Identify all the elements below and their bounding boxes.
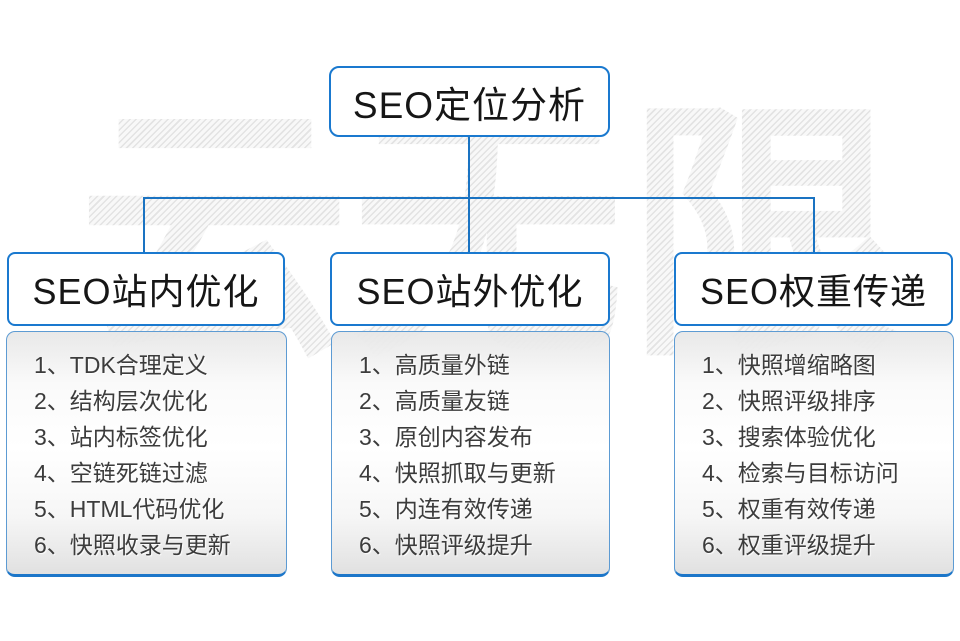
list-item: 2、快照评级排序 — [702, 388, 876, 414]
list-item: 3、搜索体验优化 — [702, 424, 876, 450]
list-item: 1、TDK合理定义 — [34, 352, 208, 378]
connector-root-vertical — [468, 136, 470, 198]
list-item: 6、快照收录与更新 — [34, 532, 231, 558]
list-item: 5、HTML代码优化 — [34, 496, 225, 522]
node-onsite-label: SEO站内优化 — [32, 271, 260, 312]
offsite-item-list: 1、高质量外链 2、高质量友链 3、原创内容发布 4、快照抓取与更新 5、内连有效传递 6… — [331, 331, 610, 577]
node-offsite-label: SEO站外优化 — [356, 271, 584, 312]
onsite-item-list: 1、TDK合理定义 2、结构层次优化 3、站内标签优化 4、空链死链过滤 5、HTML代… — [6, 331, 287, 577]
list-item: 6、快照评级提升 — [359, 532, 533, 558]
connector-middle-drop — [468, 198, 470, 253]
list-item: 5、权重有效传递 — [702, 496, 876, 522]
connector-horizontal — [143, 197, 815, 199]
list-item: 4、空链死链过滤 — [34, 460, 208, 486]
list-item: 2、结构层次优化 — [34, 388, 208, 414]
node-offsite-optimization: SEO站外优化 — [330, 252, 610, 326]
list-item: 3、站内标签优化 — [34, 424, 208, 450]
list-item: 1、快照增缩略图 — [702, 352, 876, 378]
list-item: 1、高质量外链 — [359, 352, 510, 378]
list-item: 2、高质量友链 — [359, 388, 510, 414]
connector-right-drop — [813, 198, 815, 253]
weight-item-list: 1、快照增缩略图 2、快照评级排序 3、搜索体验优化 4、检索与目标访问 5、权重有效传… — [674, 331, 954, 577]
node-weight-transfer: SEO权重传递 — [674, 252, 953, 326]
node-onsite-optimization: SEO站内优化 — [7, 252, 285, 326]
root-node-seo-positioning: SEO定位分析 — [329, 66, 610, 137]
node-weight-label: SEO权重传递 — [699, 271, 928, 312]
connector-left-drop — [143, 198, 145, 253]
list-item: 4、快照抓取与更新 — [359, 460, 556, 486]
list-item: 6、权重评级提升 — [702, 532, 876, 558]
root-node-label: SEO定位分析 — [352, 84, 587, 126]
watermark-text: 云无限 — [78, 84, 900, 388]
list-item: 4、检索与目标访问 — [702, 460, 899, 486]
list-item: 3、原创内容发布 — [359, 424, 533, 450]
list-item: 5、内连有效传递 — [359, 496, 533, 522]
